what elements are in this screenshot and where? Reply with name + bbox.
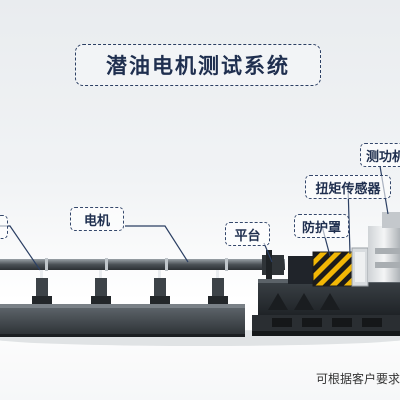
leader-line-motor xyxy=(125,225,189,263)
torque-sensor xyxy=(351,247,369,287)
motor-shaft xyxy=(0,258,285,271)
customization-note: 可根据客户要求 xyxy=(315,372,400,386)
dynamometer xyxy=(368,212,400,282)
leader-label-cut-off xyxy=(0,215,8,239)
base-rail xyxy=(0,304,245,337)
label-guard: 防护罩 xyxy=(294,214,349,238)
protective-guard xyxy=(288,251,356,287)
platform-clamp xyxy=(262,250,284,280)
label-platform: 平台 xyxy=(225,222,270,246)
leader-line-platform xyxy=(263,242,273,263)
label-torque-sensor: 扭矩传感器 xyxy=(305,175,391,199)
title-box: 潜油电机测试系统 xyxy=(75,44,321,86)
label-dynamometer: 测功机 xyxy=(360,143,400,167)
support-stands xyxy=(32,262,228,304)
label-motor: 电机 xyxy=(70,207,124,231)
test-platform xyxy=(252,279,400,336)
page-title: 潜油电机测试系统 xyxy=(106,54,290,78)
